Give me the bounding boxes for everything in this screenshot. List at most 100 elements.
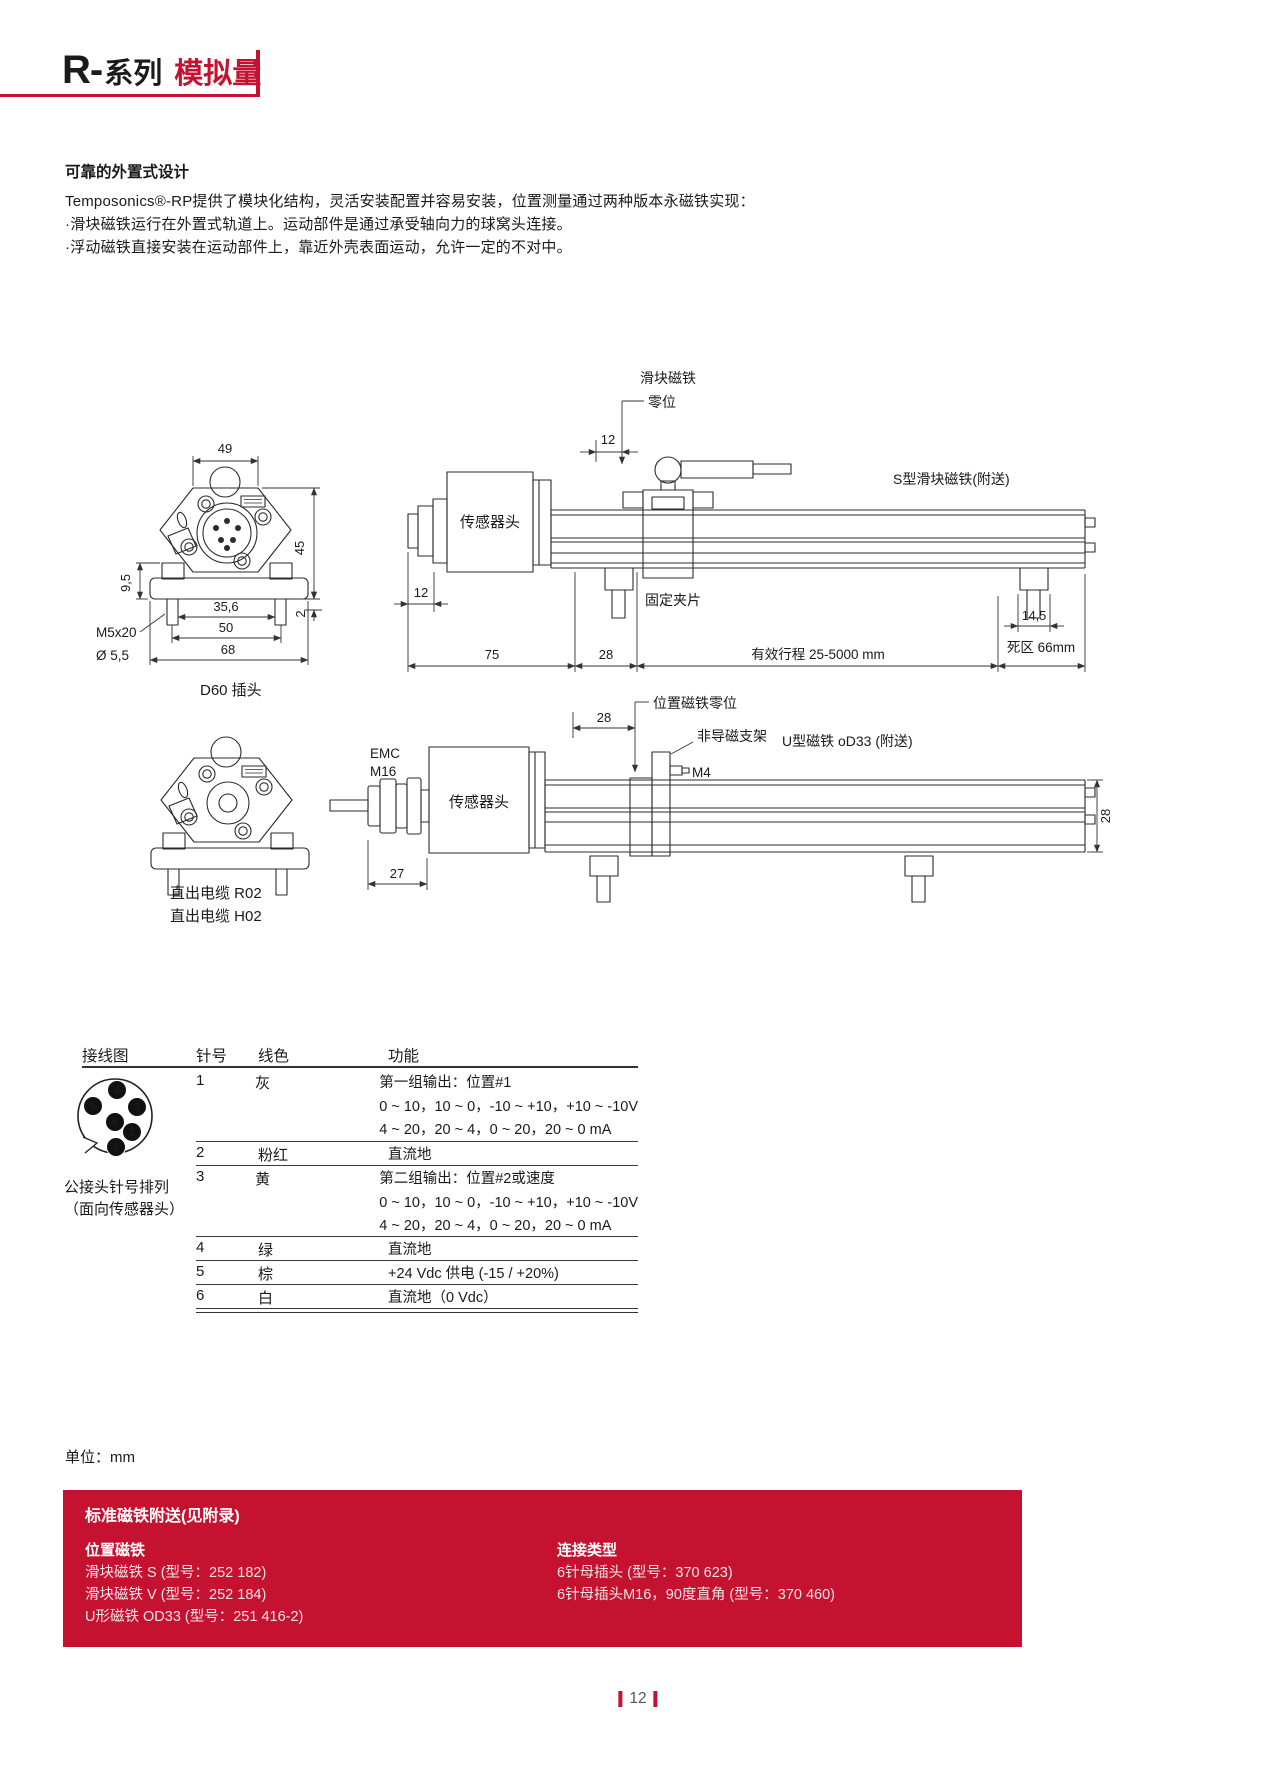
slider-magnet-label-2: 零位 bbox=[648, 394, 676, 410]
box-title: 标准磁铁附送(见附录) bbox=[85, 1508, 240, 1525]
pin-4: 4 bbox=[114, 1085, 121, 1097]
cable-r02-caption: 直出电缆 R02 bbox=[170, 885, 262, 902]
dim-68: 68 bbox=[221, 642, 235, 657]
dim-12-left: 12 bbox=[414, 585, 428, 600]
pin-3: 3 bbox=[134, 1102, 140, 1114]
dim-35-6: 35,6 bbox=[213, 599, 238, 614]
function-cell: 第二组输出：位置#2或速度 0 ~ 10，10 ~ 0，-10 ~ +10，+1… bbox=[379, 1166, 638, 1236]
magnet-item-v: 滑块磁铁 V (型号：252 184) bbox=[85, 1587, 267, 1603]
color-cell: 粉红 bbox=[258, 1147, 289, 1164]
connector-item-1: 6针母插头 (型号：370 623) bbox=[557, 1565, 733, 1581]
pin-1: 1 bbox=[113, 1142, 120, 1154]
col-header-color: 线色 bbox=[258, 1048, 290, 1065]
rp-side-dimension-lines bbox=[394, 400, 1086, 672]
sensor-head-label-1: 传感器头 bbox=[460, 514, 520, 531]
s-magnet-label: S型滑块磁铁(附送) bbox=[893, 471, 1010, 487]
col-header-function: 功能 bbox=[388, 1048, 420, 1065]
function-line: 第二组输出：位置#2或速度 bbox=[379, 1171, 555, 1187]
page-number-bar-left bbox=[618, 1691, 623, 1707]
position-magnet-heading: 位置磁铁 bbox=[85, 1542, 146, 1559]
stroke-label: 有效行程 25-5000 mm bbox=[751, 647, 885, 662]
table-row: 1 灰 第一组输出：位置#1 0 ~ 10，10 ~ 0，-10 ~ +10，+… bbox=[196, 1070, 638, 1141]
page-number: 12 bbox=[611, 1690, 664, 1708]
dim-9-5: 9,5 bbox=[118, 574, 133, 592]
title-model: R- bbox=[62, 48, 103, 92]
dim-12-top: 12 bbox=[601, 432, 615, 447]
pin-cell: 5 bbox=[196, 1263, 205, 1280]
pin-2: 2 bbox=[129, 1127, 135, 1139]
dim-28: 28 bbox=[599, 647, 613, 662]
function-line: 直流地（0 Vdc） bbox=[388, 1290, 498, 1306]
function-cell: 第一组输出：位置#1 0 ~ 10，10 ~ 0，-10 ~ +10，+10 ~… bbox=[379, 1070, 638, 1141]
table-row: 2 粉红 直流地 bbox=[196, 1141, 638, 1165]
slider-magnet-label-1: 滑块磁铁 bbox=[640, 370, 696, 386]
rh-side-texts: 位置磁铁零位 28 非导磁支架 M4 U型磁铁 oD33 (附送) EMC M1… bbox=[170, 695, 1113, 925]
table-bottom-rule bbox=[196, 1308, 638, 1313]
title-accent: 模拟量 bbox=[174, 58, 262, 90]
color-cell: 绿 bbox=[258, 1242, 274, 1259]
color-cell: 棕 bbox=[258, 1266, 274, 1283]
function-cell: 直流地 bbox=[388, 1237, 638, 1260]
pin-cell: 3 bbox=[196, 1168, 205, 1185]
page-title: R- 系列 模拟量 bbox=[62, 48, 261, 93]
dim-50: 50 bbox=[219, 620, 233, 635]
emc-label-1: EMC bbox=[370, 746, 400, 761]
d60-dimension-texts: 49 45 9,5 2 35,6 50 68 M5x20 Ø 5,5 D60 插… bbox=[96, 441, 308, 699]
function-line: 直流地 bbox=[388, 1147, 432, 1163]
position-magnet-zero-label: 位置磁铁零位 bbox=[653, 695, 737, 711]
function-cell: 直流地 bbox=[388, 1142, 638, 1165]
pin-cell: 2 bbox=[196, 1144, 205, 1161]
header-vbar bbox=[256, 50, 260, 97]
header-rule bbox=[0, 94, 256, 97]
emc-label-2: M16 bbox=[370, 764, 396, 779]
units-note: 单位：mm bbox=[65, 1449, 135, 1466]
table-header-rule bbox=[82, 1066, 638, 1068]
cable-h02-caption: 直出电缆 H02 bbox=[170, 908, 262, 925]
d60-pins bbox=[213, 518, 241, 551]
d60-dimension-lines bbox=[136, 456, 322, 665]
magnet-item-u: U形磁铁 OD33 (型号：251 416-2) bbox=[85, 1609, 304, 1625]
function-line: 0 ~ 10，10 ~ 0，-10 ~ +10，+10 ~ -10V bbox=[379, 1194, 638, 1211]
dim-28-top: 28 bbox=[597, 710, 611, 725]
table-row: 4 绿 直流地 bbox=[196, 1236, 638, 1260]
function-line: 4 ~ 20，20 ~ 4，0 ~ 20，20 ~ 0 mA bbox=[379, 1122, 612, 1138]
intro-line-2: ·滑块磁铁运行在外置式轨道上。运动部件是通过承受轴向力的球窝头连接。 bbox=[65, 216, 572, 233]
pin-6: 6 bbox=[112, 1117, 118, 1129]
color-cell: 黄 bbox=[255, 1171, 271, 1188]
connection-type-heading: 连接类型 bbox=[557, 1542, 618, 1559]
label-m5x20: M5x20 bbox=[96, 625, 137, 640]
cable-front-view bbox=[150, 736, 310, 896]
rh-side-dimension-lines bbox=[367, 701, 1103, 890]
color-cell: 白 bbox=[258, 1290, 274, 1307]
pin-cell: 4 bbox=[196, 1239, 205, 1256]
pin-cell: 6 bbox=[196, 1287, 205, 1304]
function-line: 直流地 bbox=[388, 1242, 432, 1258]
col-header-pin: 针号 bbox=[196, 1048, 228, 1065]
connector-item-2: 6针母插头M16，90度直角 (型号：370 460) bbox=[557, 1587, 835, 1603]
sensor-head-label-2: 传感器头 bbox=[449, 794, 509, 811]
dead-zone-label: 死区 66mm bbox=[1007, 640, 1075, 655]
function-line: 第一组输出：位置#1 bbox=[379, 1075, 512, 1091]
fixing-clip-label: 固定夹片 bbox=[645, 592, 701, 608]
technical-drawings: 49 45 9,5 2 35,6 50 68 M5x20 Ø 5,5 D60 插… bbox=[96, 370, 1113, 925]
pinout-pins: 4 5 3 6 2 1 bbox=[83, 1080, 147, 1157]
label-dia-5-5: Ø 5,5 bbox=[96, 648, 129, 663]
pinout-diagram: 4 5 3 6 2 1 bbox=[77, 1078, 153, 1157]
color-cell: 灰 bbox=[255, 1075, 271, 1092]
d60-caption: D60 插头 bbox=[200, 682, 262, 699]
rp-side-view bbox=[407, 456, 1096, 619]
d60-front-view bbox=[149, 466, 309, 626]
pin-cell: 1 bbox=[196, 1072, 205, 1089]
col-header-diagram: 接线图 bbox=[82, 1048, 129, 1065]
m4-label: M4 bbox=[692, 765, 711, 780]
intro-line-3: ·浮动磁铁直接安装在运动部件上，靠近外壳表面运动，允许一定的不对中。 bbox=[65, 239, 572, 256]
title-series: 系列 bbox=[104, 58, 163, 90]
wiring-table: 1 灰 第一组输出：位置#1 0 ~ 10，10 ~ 0，-10 ~ +10，+… bbox=[196, 1070, 638, 1313]
dim-49: 49 bbox=[218, 441, 232, 456]
dim-2: 2 bbox=[293, 610, 308, 617]
dim-28-right: 28 bbox=[1098, 809, 1113, 823]
table-row: 6 白 直流地（0 Vdc） bbox=[196, 1284, 638, 1308]
dim-27: 27 bbox=[390, 866, 404, 881]
magnet-item-s: 滑块磁铁 S (型号：252 182) bbox=[85, 1565, 267, 1581]
